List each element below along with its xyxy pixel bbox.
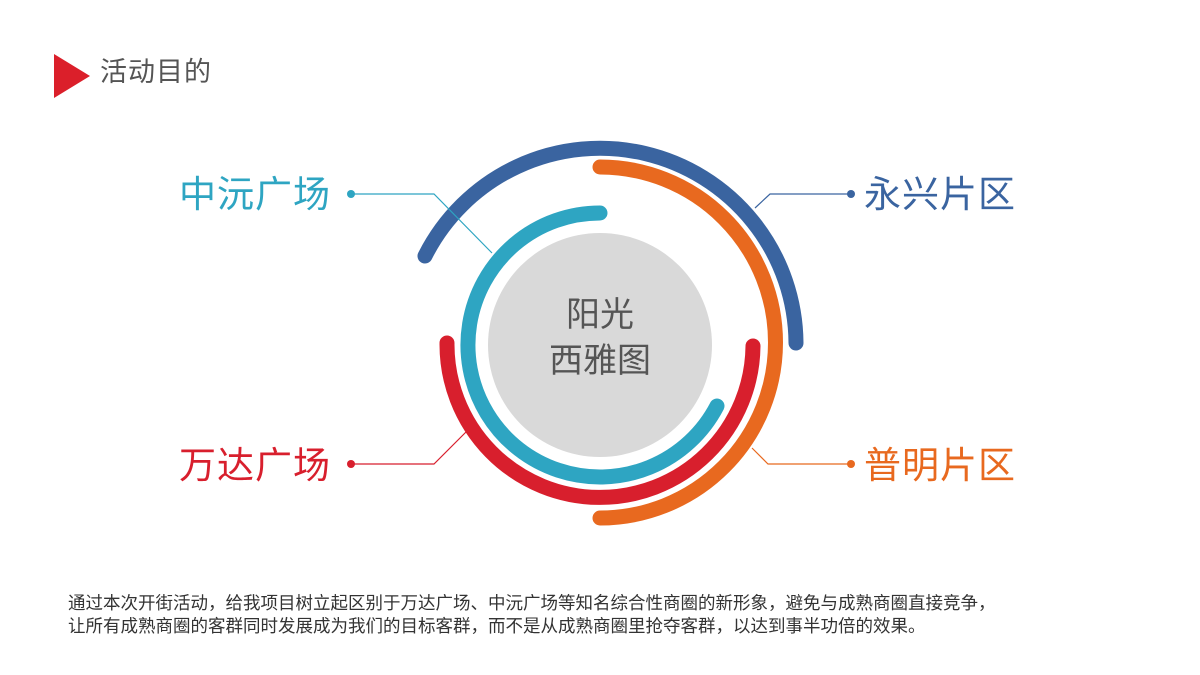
center-label-line2: 西雅图 [549,341,651,381]
ring-teal [460,205,725,485]
connector-zhongyuan [347,190,493,254]
connector-puming [751,447,855,468]
description-line-2: 让所有成熟商圈的客群同时发展成为我们的目标客群，而不是从成熟商圈里抢夺客群，以达… [68,617,926,637]
label-zhongyuan: 中沅广场 [179,173,331,216]
center-label-line1: 阳光 [566,295,634,335]
description-paragraph: 通过本次开街活动，给我项目树立起区别于万达广场、中沅广场等知名综合性商圈的新形象… [68,593,1148,639]
connector-yongxing [754,190,855,209]
description-line-1: 通过本次开街活动，给我项目树立起区别于万达广场、中沅广场等知名综合性商圈的新形象… [68,594,996,614]
label-puming: 普明片区 [864,444,1016,487]
connector-wanda [347,431,467,468]
label-wanda: 万达广场 [179,444,331,487]
center-label: 阳光 西雅图 [500,292,700,384]
ring-orange [592,159,783,526]
ring-blue [417,140,804,351]
label-yongxing: 永兴片区 [864,173,1016,216]
section-header: 活动目的 [54,52,212,100]
triangle-marker-icon [54,54,90,98]
center-circle [488,233,712,457]
page-title: 活动目的 [100,56,212,88]
ring-red [439,335,761,505]
